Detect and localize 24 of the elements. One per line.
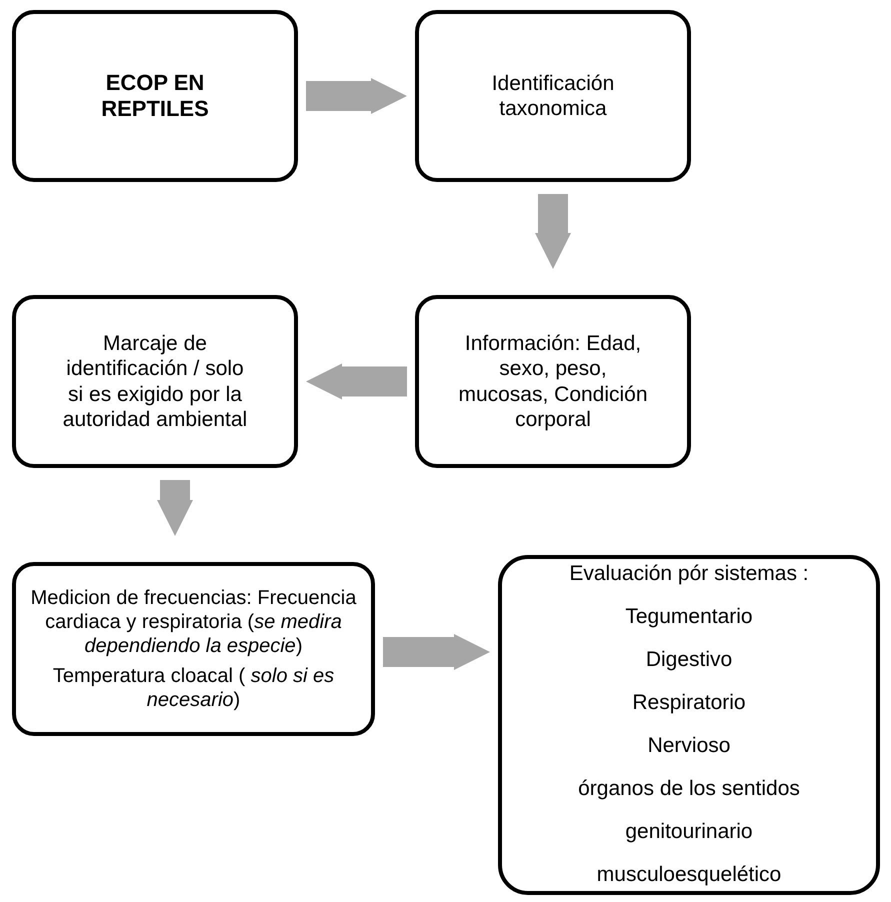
box-text: Información: Edad, sexo, peso, mucosas, Condición corporal xyxy=(457,331,649,432)
block-arrow xyxy=(306,364,407,400)
box-text: musculoesquelético xyxy=(596,862,782,887)
box-text: Identificación taxonomica xyxy=(490,70,616,122)
box-text: Temperatura cloacal ( solo si es necesario) xyxy=(52,664,336,712)
process-box xyxy=(12,295,298,468)
box-text: Respiratorio xyxy=(632,690,746,716)
block-arrow xyxy=(157,480,193,536)
block-arrow xyxy=(306,78,407,114)
process-box xyxy=(498,555,880,895)
box-text: genitourinario xyxy=(625,818,753,844)
box-text: Digestivo xyxy=(646,646,732,672)
process-box xyxy=(415,10,691,182)
box-text: Tegumentario xyxy=(625,604,753,630)
heading-text: Evaluación pór sistemas : xyxy=(569,561,809,586)
process-box xyxy=(415,295,691,468)
process-box xyxy=(12,562,375,736)
title-text: ECOP EN REPTILES xyxy=(100,70,210,122)
box-text: órganos de los sentidos xyxy=(578,776,800,802)
box-text: Medicion de frecuencias: Frecuencia cardiaca y respiratoria (se medira dependiendo la especie) xyxy=(30,586,358,658)
block-arrow xyxy=(535,194,571,269)
box-text: Marcaje de identificación / solo si es exigido por la autoridad ambiental xyxy=(62,331,248,432)
process-box xyxy=(12,10,298,182)
box-text: Nervioso xyxy=(648,732,730,758)
